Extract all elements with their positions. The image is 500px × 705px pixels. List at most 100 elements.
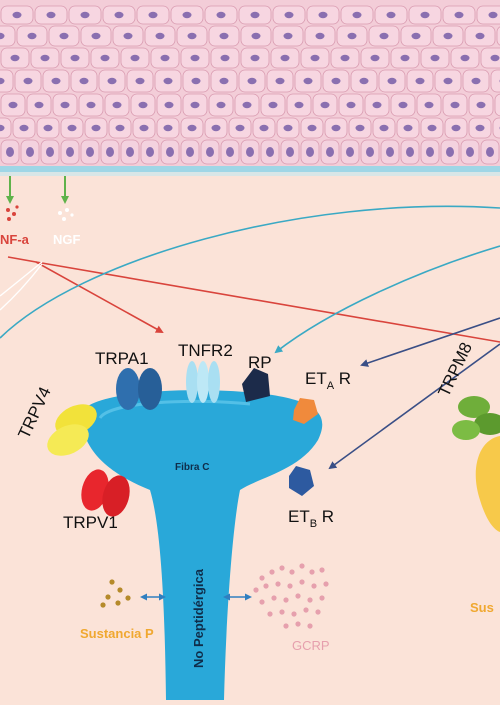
- cell-nucleus: [341, 55, 350, 61]
- tnfr2-receptor: [186, 361, 220, 403]
- cell-nucleus: [221, 55, 230, 61]
- cell-nucleus: [66, 147, 74, 157]
- cell-nucleus: [366, 147, 374, 157]
- gcrp-particle: [319, 595, 324, 600]
- cell-nucleus: [191, 102, 200, 108]
- cell-nucleus: [6, 147, 14, 157]
- gcrp-particle: [263, 583, 268, 588]
- gcrp-particle: [309, 569, 314, 574]
- cell-nucleus: [387, 12, 396, 18]
- cell-nucleus: [446, 147, 454, 157]
- cell-nucleus: [35, 102, 44, 108]
- cell-nucleus: [416, 78, 425, 84]
- rp-receptor: [242, 368, 270, 402]
- cell-nucleus: [455, 12, 464, 18]
- cell-nucleus: [304, 78, 313, 84]
- gcrp-particle: [275, 581, 280, 586]
- gcrp-particle: [307, 597, 312, 602]
- cell-nucleus: [476, 125, 485, 131]
- cell-nucleus: [444, 78, 453, 84]
- cell-nucleus: [60, 33, 69, 39]
- cell-nucleus: [295, 102, 304, 108]
- cell-nucleus: [124, 33, 133, 39]
- cell-nucleus: [206, 147, 214, 157]
- cell-nucleus: [472, 78, 481, 84]
- ngf-white-line-2: [0, 264, 42, 310]
- cell-nucleus: [41, 55, 50, 61]
- gcrp-particle: [269, 569, 274, 574]
- right-neuron-partial: [452, 396, 500, 532]
- gcrp-particle: [267, 611, 272, 616]
- eta-label: ETA R: [305, 369, 351, 392]
- etb-receptor: [289, 466, 314, 496]
- fiber-label: Fibra C: [175, 462, 209, 473]
- sp-particles: [100, 579, 130, 607]
- cell-nucleus: [269, 102, 278, 108]
- cell-nucleus: [373, 102, 382, 108]
- cell-nucleus: [426, 147, 434, 157]
- cell-nucleus: [52, 78, 61, 84]
- gcrp-particle: [279, 609, 284, 614]
- cell-nucleus: [260, 125, 269, 131]
- cell-nucleus: [316, 33, 325, 39]
- cell-nucleus: [26, 147, 34, 157]
- gcrp-particle: [291, 611, 296, 616]
- cell-nucleus: [161, 55, 170, 61]
- gcrp-particle: [299, 579, 304, 584]
- cell-nucleus: [87, 102, 96, 108]
- cell-nucleus: [86, 147, 94, 157]
- cell-nucleus: [236, 125, 245, 131]
- tnf-particles: [6, 205, 19, 221]
- cell-nucleus: [431, 55, 440, 61]
- cell-nucleus: [348, 33, 357, 39]
- cell-nucleus: [332, 125, 341, 131]
- cell-nucleus: [106, 147, 114, 157]
- cell-nucleus: [81, 12, 90, 18]
- basal-membrane: [0, 166, 500, 172]
- cell-nucleus: [20, 125, 29, 131]
- gcrp-particle: [295, 621, 300, 626]
- cell-nucleus: [191, 55, 200, 61]
- cell-nucleus: [489, 12, 498, 18]
- cell-nucleus: [444, 33, 453, 39]
- cell-nucleus: [246, 147, 254, 157]
- cell-nucleus: [371, 55, 380, 61]
- cell-nucleus: [146, 147, 154, 157]
- fiber-stem-label: No Peptidérgica: [191, 568, 206, 668]
- cell-nucleus: [266, 147, 274, 157]
- cell-nucleus: [477, 102, 486, 108]
- ngf-particles: [58, 208, 74, 221]
- cell-nucleus: [346, 147, 354, 157]
- cell-nucleus: [285, 12, 294, 18]
- tnf-to-right-arrow: [36, 262, 500, 342]
- cell-nucleus: [451, 102, 460, 108]
- tnfr2-label: TNFR2: [178, 341, 233, 360]
- cell-nucleus: [360, 78, 369, 84]
- ngf-label: NGF: [53, 232, 81, 247]
- gcrp-particle: [283, 623, 288, 628]
- epidermis-layer: [0, 0, 500, 176]
- trpa1-label: TRPA1: [95, 349, 149, 368]
- cell-nucleus: [243, 102, 252, 108]
- trpv4-label: TRPV4: [14, 384, 54, 442]
- trpm8-label: TRPM8: [434, 339, 476, 399]
- cell-nucleus: [165, 102, 174, 108]
- navy-to-eta-arrow: [362, 318, 500, 365]
- cell-nucleus: [347, 102, 356, 108]
- cell-nucleus: [284, 33, 293, 39]
- cell-nucleus: [281, 55, 290, 61]
- cell-nucleus: [46, 147, 54, 157]
- cell-nucleus: [319, 12, 328, 18]
- cell-nucleus: [326, 147, 334, 157]
- cell-nucleus: [217, 12, 226, 18]
- cell-nucleus: [139, 102, 148, 108]
- trpv1-label: TRPV1: [63, 513, 118, 532]
- cell-nucleus: [399, 102, 408, 108]
- gcrp-particle: [295, 593, 300, 598]
- gcrp-particle: [319, 567, 324, 572]
- cell-nucleus: [452, 125, 461, 131]
- gcrp-particle: [287, 583, 292, 588]
- basal-membrane-shadow: [0, 172, 500, 176]
- cell-nucleus: [425, 102, 434, 108]
- cell-nucleus: [188, 33, 197, 39]
